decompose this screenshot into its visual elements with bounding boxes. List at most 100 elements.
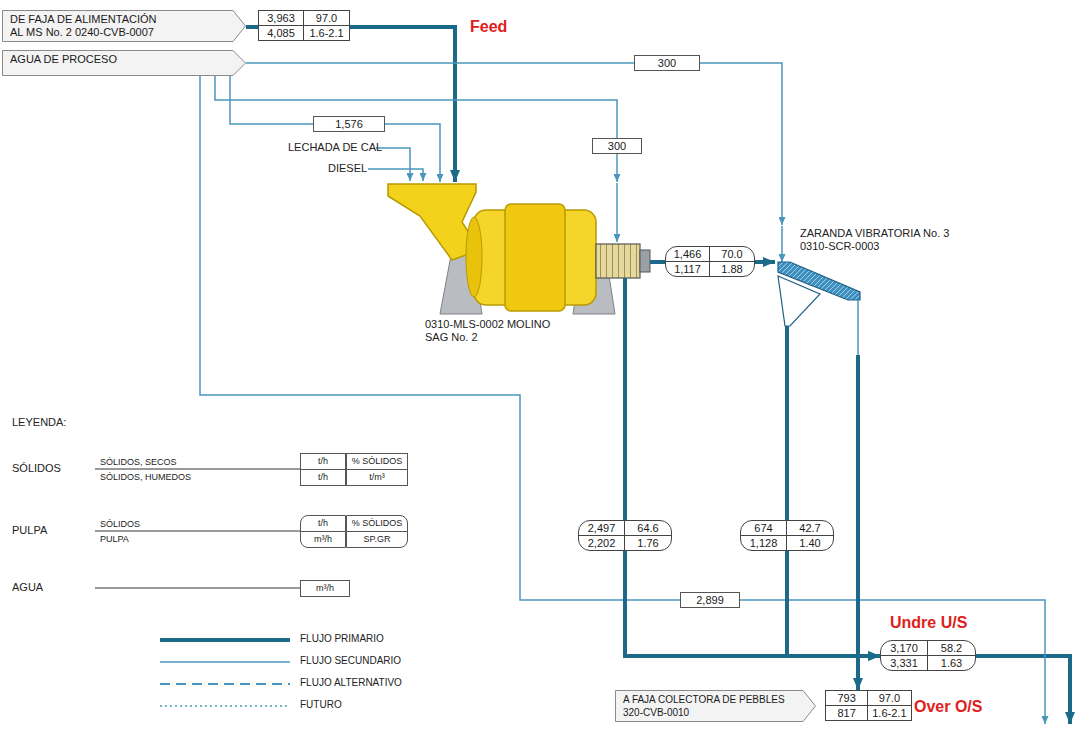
legend-cell: t/h <box>300 453 346 470</box>
node-text: 1.6-2.1 <box>304 26 349 40</box>
primary-flow-line <box>625 551 880 656</box>
vibrating-screen-drawing <box>785 326 789 355</box>
node-text: ZARANDA VIBRATORIA No. 3 0310-SCR-0003 <box>800 227 968 253</box>
node-text: 42.7 <box>787 521 833 536</box>
node-text: 1,117 <box>666 262 710 276</box>
reagent-name: DIESEL <box>328 162 367 174</box>
legend-cell: t/m³ <box>346 469 408 486</box>
node-text: 1,576 <box>320 117 378 131</box>
secondary-flow-line <box>246 62 634 64</box>
legend-cell: % SÓLIDOS <box>346 453 408 470</box>
node-text: 793 <box>826 691 868 706</box>
legend-entry: FLUJO PRIMARIO <box>300 633 384 644</box>
outlet-lines <box>976 656 1070 724</box>
node-text: 817 <box>826 706 868 720</box>
water-flow-box: 2,899 <box>680 592 740 608</box>
legend-samples <box>95 531 300 532</box>
node-text: 70.0 <box>710 247 754 262</box>
vibrating-screen-drawing <box>857 300 859 355</box>
primary-flow-line <box>787 551 880 656</box>
legend-key: PULPA <box>12 524 47 536</box>
node-text: 64.6 <box>625 521 671 536</box>
legend-samples <box>95 588 300 589</box>
primary-flow-line <box>623 348 627 520</box>
legend-samples <box>160 705 290 707</box>
water-flow-box: 300 <box>634 55 700 71</box>
sag-mill-drawing <box>388 183 650 348</box>
pulp-tag: 67442.71,1281.40 <box>740 520 834 551</box>
sag-mill-drawing <box>505 204 565 311</box>
water-flow-box: 300 <box>592 138 642 154</box>
node-text: 3,963 <box>259 11 304 26</box>
node-text: 1,128 <box>741 536 787 550</box>
node-text: 2,202 <box>579 536 625 550</box>
primary-flow-line <box>650 260 665 264</box>
primary-flow-line <box>350 27 455 182</box>
legend-key: SÓLIDOS <box>100 519 140 529</box>
node-text: 58.2 <box>928 641 975 656</box>
legend-cell: m³/h <box>300 580 350 597</box>
node-text: 300 <box>641 56 693 70</box>
legend-cell: t/h <box>300 515 346 532</box>
pulp-tag: 3,17058.23,3311.63 <box>880 640 976 671</box>
legend-key: PULPA <box>100 534 129 544</box>
solids-tag: 3,96397.04,0851.6-2.1 <box>258 10 350 41</box>
node-text: 0310-MLS-0002 MOLINO SAG No. 2 <box>425 318 555 344</box>
node-text: 1.88 <box>710 262 754 276</box>
node-text: 1,466 <box>666 247 710 262</box>
node-text: 97.0 <box>868 691 910 706</box>
reagent-name: LECHADA DE CAL <box>288 141 382 153</box>
secondary-flow-line <box>616 154 618 182</box>
legend-cell: SP.GR <box>346 531 408 548</box>
sag-mill: 0310-MLS-0002 MOLINO SAG No. 2 <box>385 182 650 348</box>
pentagon-outline <box>3 51 246 76</box>
legend-title: LEYENDA: <box>12 416 66 428</box>
legend-cell: % SÓLIDOS <box>346 515 408 532</box>
primary-flow-line <box>856 355 860 690</box>
pentagon-outline <box>3 11 246 42</box>
vibrating-screen: ZARANDA VIBRATORIA No. 3 0310-SCR-0003 <box>775 225 970 355</box>
legend-samples <box>95 469 300 470</box>
stream-name: Over O/S <box>914 698 982 716</box>
legend-key: AGUA <box>12 581 43 593</box>
primary-flow-line <box>246 25 258 29</box>
stream-name: Undre U/S <box>890 614 967 632</box>
vibrating-screen-drawing <box>781 226 783 262</box>
sag-mill-drawing <box>623 278 627 348</box>
pentagon-outline <box>616 691 816 722</box>
node-text: 2,497 <box>579 521 625 536</box>
node-text: 4,085 <box>259 26 304 40</box>
legend-key: SÓLIDOS, SECOS <box>100 457 177 467</box>
node-text: 1.6-2.1 <box>868 706 910 720</box>
reagent-lines <box>368 169 423 181</box>
node-text: 3,170 <box>881 641 928 656</box>
pulp-tag: 2,49764.62,2021.76 <box>578 520 672 551</box>
vibrating-screen-drawing <box>778 276 820 326</box>
node-text: 2,899 <box>687 593 733 607</box>
secondary-flow-line <box>385 124 440 182</box>
legend-samples <box>160 661 290 663</box>
legend-samples <box>160 683 290 685</box>
secondary-flow-line <box>200 76 680 600</box>
node-text: 1.76 <box>625 536 671 550</box>
legend-cell: t/h <box>300 469 346 486</box>
sag-mill-drawing <box>596 244 640 278</box>
secondary-flow-line <box>700 63 782 225</box>
legend-entry: FLUJO SECUNDARIO <box>300 655 401 666</box>
sag-mill-drawing <box>466 217 482 297</box>
node-text: A FAJA COLECTORA DE PEBBLES 320-CVB-0010 <box>623 693 798 719</box>
node-text: 1.63 <box>928 656 975 670</box>
node-text: 3,331 <box>881 656 928 670</box>
node-text: AGUA DE PROCESO <box>10 53 228 66</box>
secondary-flow-line <box>215 76 617 138</box>
primary-flow-line <box>785 355 789 520</box>
legend-samples <box>95 469 300 706</box>
water-flow-box: 1,576 <box>313 116 385 132</box>
node-text: 674 <box>741 521 787 536</box>
node-text: 1.40 <box>787 536 833 550</box>
legend-key: SÓLIDOS, HUMEDOS <box>100 472 191 482</box>
stream-name: Feed <box>470 18 507 36</box>
legend-cell: m³/h <box>300 531 346 548</box>
legend-entry: FLUJO ALTERNATIVO <box>300 677 402 688</box>
